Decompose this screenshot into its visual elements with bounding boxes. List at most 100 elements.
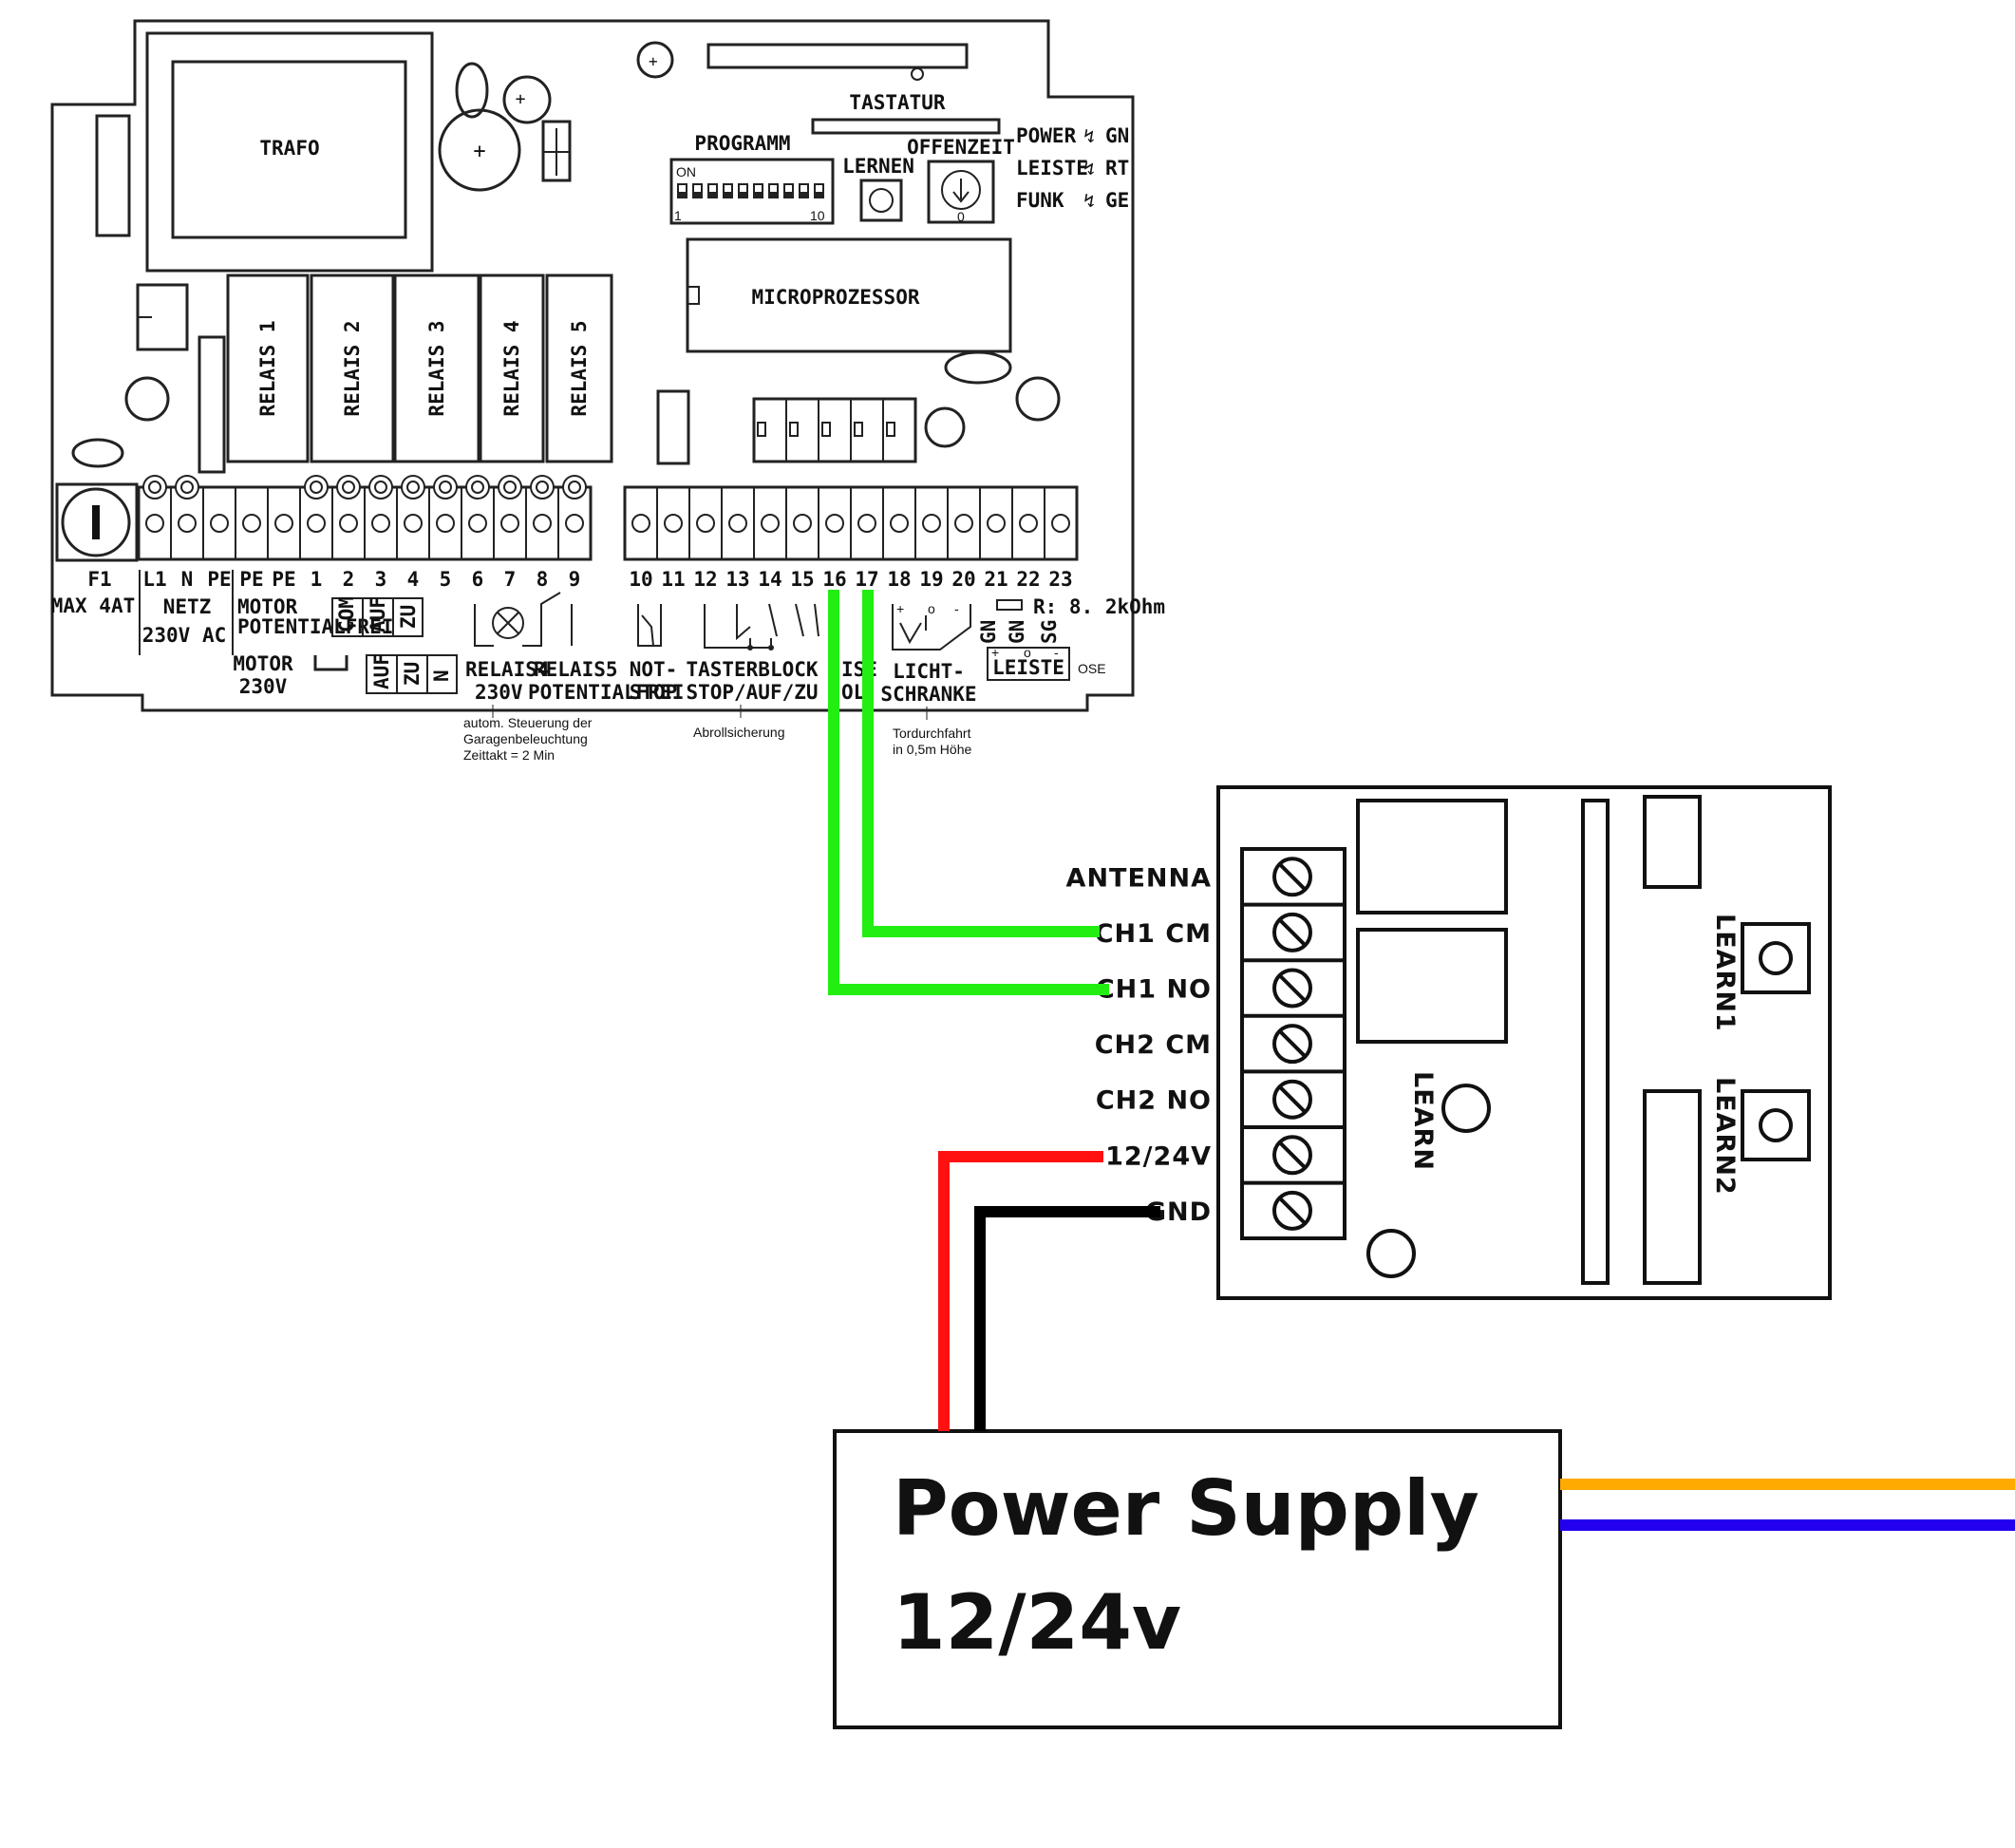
led-power-color: GN xyxy=(1105,124,1129,147)
dip-on-label: ON xyxy=(676,164,696,179)
lernen-button xyxy=(859,179,903,222)
relais4-voltage: 230V xyxy=(475,681,523,704)
transformer-outer xyxy=(145,31,434,273)
resistor-label: R: 8. 2kOhm xyxy=(1033,595,1165,618)
notstop-switch-icon xyxy=(637,604,662,647)
zu-label: ZU xyxy=(397,605,420,629)
wire-red-12v xyxy=(938,1151,1103,1431)
terminal-right-label-2: 12 xyxy=(693,568,717,591)
keypad-connector xyxy=(706,43,969,69)
dip-start-label: 1 xyxy=(674,208,682,223)
vertical-component xyxy=(198,335,226,474)
motor-pf-label: MOTOR xyxy=(237,595,298,618)
led-indicator-icon: ↯ xyxy=(1083,189,1095,212)
terminal-screw xyxy=(339,514,358,533)
plus-sign: + xyxy=(473,140,485,163)
receiver-hole xyxy=(1366,1229,1416,1278)
terminal-screw xyxy=(954,514,973,533)
zu-label-2: ZU xyxy=(401,662,424,686)
tasterblock-label: TASTERBLOCK xyxy=(686,658,818,681)
tastatur-bar xyxy=(811,118,1001,135)
note-relais4-line1: autom. Steuerung der xyxy=(463,715,593,730)
terminal-screw xyxy=(793,514,812,533)
fuse-rating: MAX 4AT xyxy=(51,594,136,617)
terminal-screw xyxy=(728,514,747,533)
svg-text:+: + xyxy=(896,601,904,616)
lichtschranke-icon xyxy=(892,604,971,651)
terminal-right-label-4: 14 xyxy=(758,568,782,591)
resistor-symbol xyxy=(996,599,1023,611)
leiste-box xyxy=(987,647,1070,681)
terminal-screw xyxy=(664,514,683,533)
receiver-terminal-screw xyxy=(1272,1024,1312,1065)
receiver-component-bottom xyxy=(1643,1089,1702,1285)
receiver-terminal-screw xyxy=(1272,968,1312,1009)
led-funk-label: FUNK xyxy=(1016,189,1064,212)
relay-3 xyxy=(393,273,480,463)
terminal-right-label-11: 21 xyxy=(984,568,1008,591)
fuse xyxy=(61,487,131,557)
header-block xyxy=(752,397,917,463)
tasterblock-switch-icon xyxy=(704,603,819,649)
terminal-right-label-6: 16 xyxy=(822,568,846,591)
terminal-screw xyxy=(436,514,455,533)
learn2-label: LEARN2 xyxy=(1710,1077,1740,1196)
auf-zu-n-box xyxy=(366,654,458,694)
trafo-label: TRAFO xyxy=(259,137,319,160)
terminal-left-label-13: 9 xyxy=(569,568,581,591)
relay-label-1: RELAIS 1 xyxy=(256,320,279,416)
com-label: COM xyxy=(335,596,358,632)
receiver-pin-ch1-cm: CH1 CM xyxy=(1095,919,1212,949)
terminal-right-label-7: 17 xyxy=(855,568,878,591)
signal-label-1: GN xyxy=(977,620,1000,644)
svg-text:-: - xyxy=(954,601,959,616)
netz-label: NETZ xyxy=(163,595,212,618)
receiver-terminals xyxy=(1242,857,1345,1231)
learn1-button xyxy=(1741,922,1811,994)
ose-partial-label2: OL xyxy=(841,681,865,704)
terminal-screw xyxy=(565,514,584,533)
wires xyxy=(828,590,2015,1531)
receiver-terminal-screw xyxy=(1272,912,1312,952)
small-capacitor xyxy=(455,62,489,119)
receiver-long-strip xyxy=(1581,799,1610,1285)
transformer-inner xyxy=(171,60,407,239)
terminal-screw xyxy=(987,514,1006,533)
relay-label-4: RELAIS 4 xyxy=(500,320,523,416)
note-relais4-line3: Zeittakt = 2 Min xyxy=(463,747,555,763)
relay-label-3: RELAIS 3 xyxy=(425,320,448,416)
terminal-screw xyxy=(242,514,261,533)
signal-label-2: GN xyxy=(1006,620,1028,644)
terminal-screw xyxy=(404,514,423,533)
receiver-terminal-screw xyxy=(1272,1135,1312,1176)
terminal-screw xyxy=(825,514,844,533)
tastatur-label: TASTATUR xyxy=(849,91,946,114)
terminal-left-label-6: 2 xyxy=(343,568,355,591)
power-supply-title: Power Supply xyxy=(893,1464,1479,1553)
terminal-left-label-4: PE xyxy=(272,568,295,591)
notstop-label: NOT- xyxy=(630,658,678,681)
relay-2 xyxy=(310,273,395,463)
power-supply-box xyxy=(833,1429,1562,1729)
learn1-label: LEARN1 xyxy=(1710,914,1740,1032)
header-pins xyxy=(757,399,895,462)
licht-label: LICHT- xyxy=(893,660,965,683)
terminal-right-label-12: 22 xyxy=(1016,568,1040,591)
note-licht-line1: Tordurchfahrt xyxy=(893,726,971,741)
terminal-right-label-5: 15 xyxy=(790,568,814,591)
terminal-right-label-0: 10 xyxy=(629,568,652,591)
relay-label-2: RELAIS 2 xyxy=(341,320,364,416)
terminal-right-label-10: 20 xyxy=(951,568,975,591)
relay-5 xyxy=(545,273,613,463)
offenzeit-trimmer xyxy=(927,160,995,224)
control-board: TRAFO + + + TASTATUR PROGRAMM ON 1 10 LE… xyxy=(50,19,1165,763)
mount-hole xyxy=(1015,376,1061,422)
learn1-button-cap xyxy=(1759,941,1793,975)
receiver-terminal-screw xyxy=(1272,857,1312,897)
terminal-screw xyxy=(1019,514,1038,533)
relais5-label: RELAIS5 xyxy=(534,658,618,681)
motor-230-label: MOTOR xyxy=(233,652,293,675)
receiver-relay-2 xyxy=(1356,928,1508,1044)
